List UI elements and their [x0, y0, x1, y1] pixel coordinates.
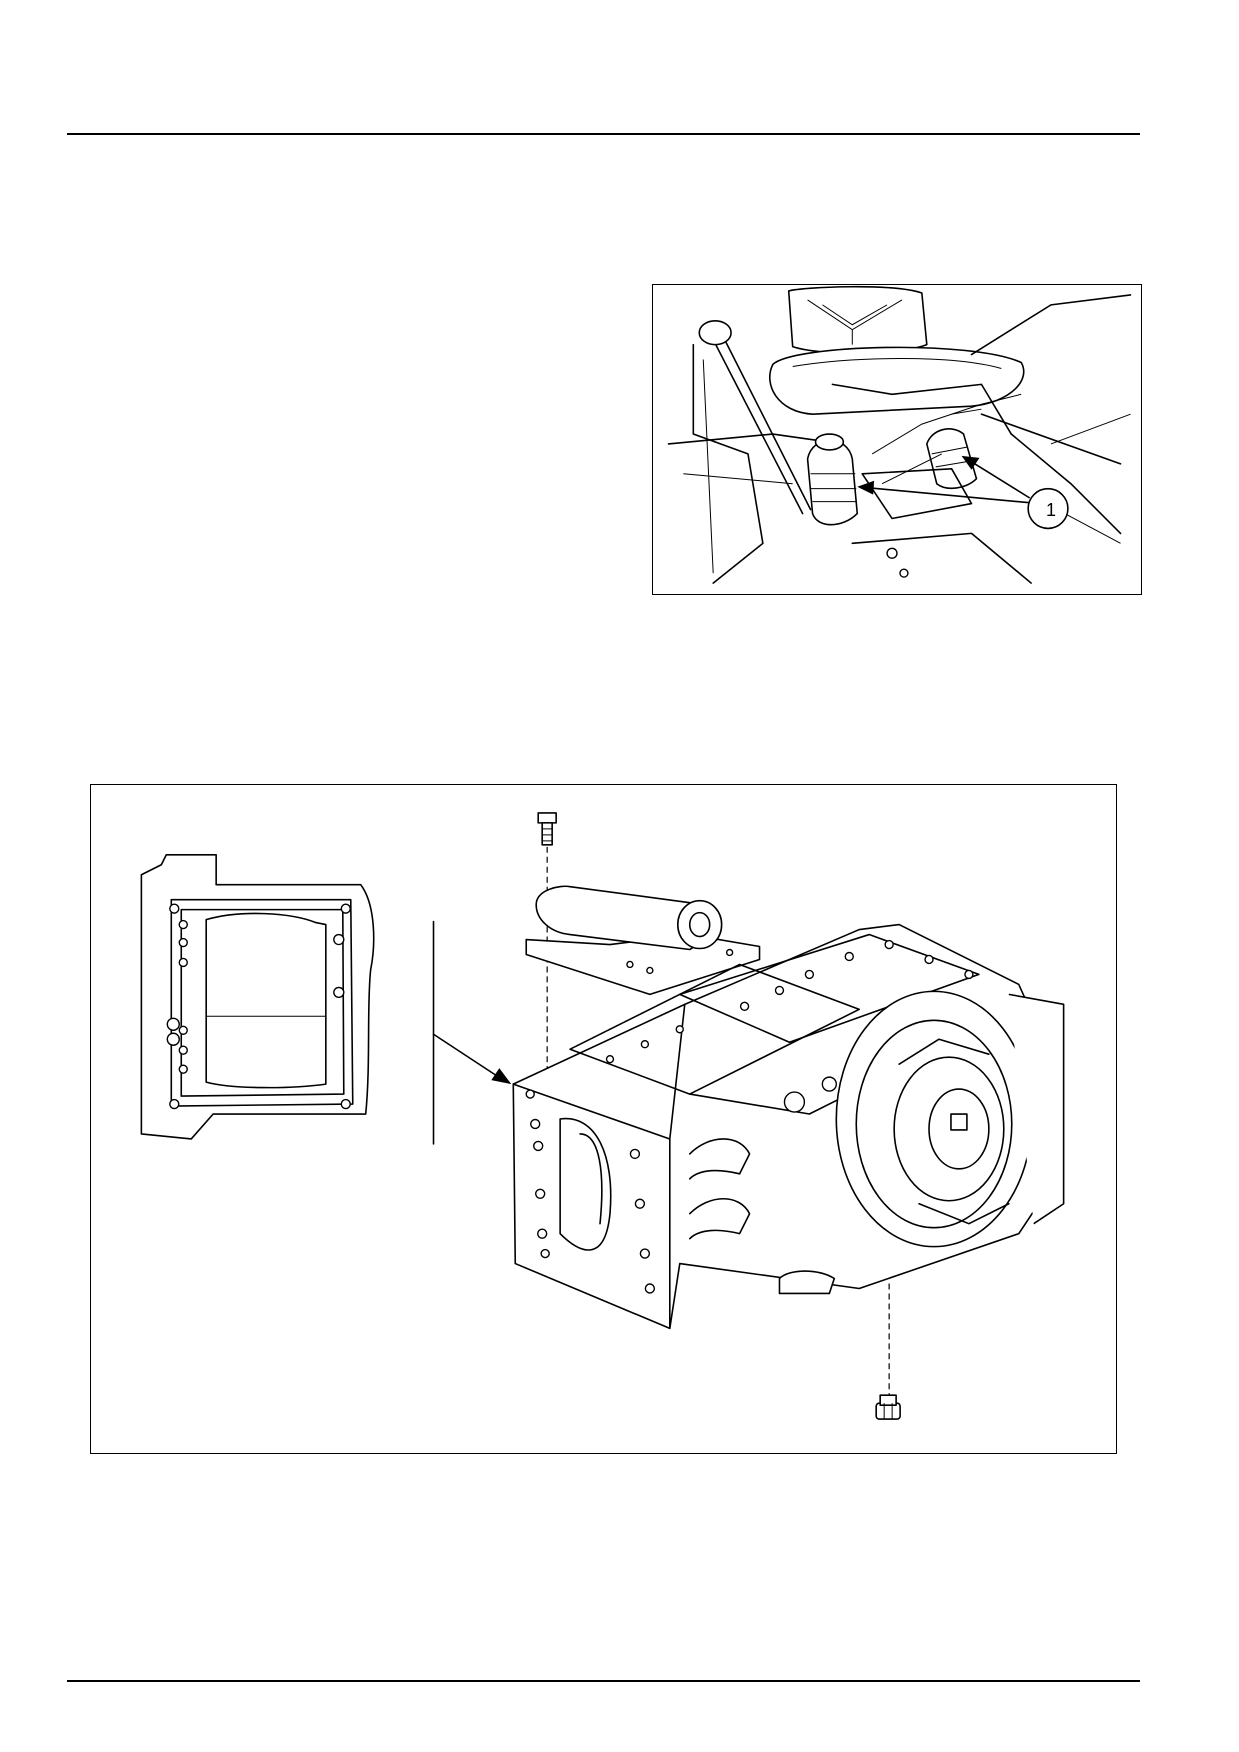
figure-transmission-housing — [90, 784, 1117, 1454]
bolt — [537, 812, 557, 846]
nut — [875, 1394, 901, 1420]
levers-illustration — [667, 285, 1132, 584]
footer-rule — [67, 1680, 1140, 1682]
callout-label: 1 — [1045, 500, 1056, 520]
valve-block — [525, 885, 761, 996]
transmission-housing — [512, 923, 1065, 1330]
housing-illustration — [140, 812, 1065, 1420]
header-rule — [67, 133, 1140, 135]
detail-plate — [140, 853, 375, 1140]
figure-control-levers: 1 — [652, 284, 1142, 595]
callout-circle — [1027, 487, 1069, 530]
